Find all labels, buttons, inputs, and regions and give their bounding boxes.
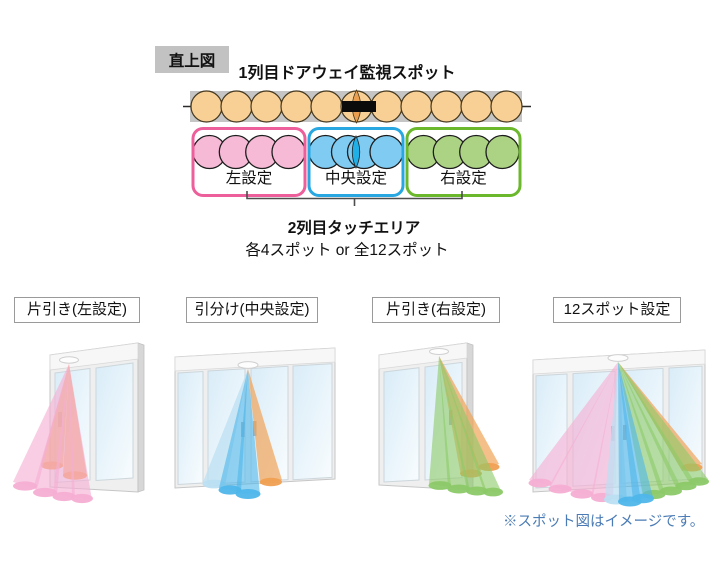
row1-title: 1列目ドアウェイ監視スポット xyxy=(239,63,456,82)
row1-doorway-spots xyxy=(183,89,531,124)
door-label-12-spot: 12スポット設定 xyxy=(553,297,681,323)
orange-beams xyxy=(248,369,282,487)
center-setting-label: 中央設定 xyxy=(325,169,387,187)
right-setting-box xyxy=(405,127,522,197)
right-setting-spots xyxy=(406,134,520,170)
top-view-badge-label: 直上図 xyxy=(169,51,216,70)
right-setting-label: 右設定 xyxy=(440,169,487,187)
door-illustration-center-setting xyxy=(174,347,336,499)
pink-beams xyxy=(13,364,93,504)
sensor-icon xyxy=(59,356,79,364)
door-label-center-setting: 引分け(中央設定) xyxy=(186,297,318,323)
center-setting-spots xyxy=(308,134,404,170)
green-beams xyxy=(428,356,503,497)
top-view-badge xyxy=(155,46,229,73)
sensor-icon xyxy=(607,354,629,362)
top-view-diagram: 直上図 1列目ドアウェイ監視スポット xyxy=(155,46,531,259)
footnote: ※スポット図はイメージです。 xyxy=(503,514,705,530)
blue-beams xyxy=(604,362,654,507)
door-label-right-setting: 片引き(右設定) xyxy=(372,297,500,323)
left-setting-spots xyxy=(192,134,306,170)
green-beams xyxy=(618,362,709,500)
sensor-icon xyxy=(429,348,449,355)
center-setting-box xyxy=(307,127,405,197)
left-setting-label: 左設定 xyxy=(226,169,273,187)
sensor-icon xyxy=(237,361,259,369)
touch-area-subtitle: 各4スポット or 全12スポット xyxy=(245,241,448,259)
touch-area-bracket xyxy=(246,191,463,206)
touch-area-title: 2列目タッチエリア xyxy=(288,218,421,237)
blue-beams xyxy=(202,369,261,499)
door-position-bar xyxy=(342,101,376,112)
door-illustration-12-spot xyxy=(528,349,709,507)
door-label-left-setting: 片引き(左設定) xyxy=(14,297,140,323)
door-illustration-left-setting xyxy=(13,342,145,504)
pink-beams xyxy=(528,362,618,503)
row2-touch-groups: 左設定 中央設定 右設定 xyxy=(191,127,522,197)
left-setting-box xyxy=(191,127,307,197)
center-overlap-lens xyxy=(351,135,361,169)
door-illustration-right-setting xyxy=(378,342,503,497)
